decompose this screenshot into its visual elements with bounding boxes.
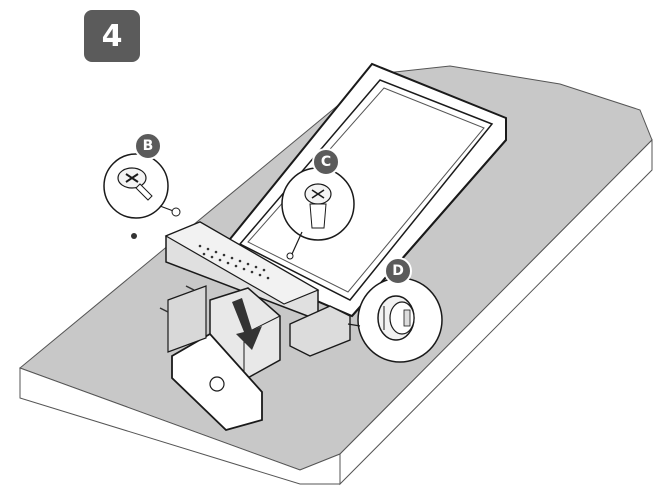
vent-pattern: [198, 244, 270, 280]
stand-bracket: [131, 221, 351, 432]
callout-label-b: B: [134, 132, 162, 160]
callout-d-bubble: [347, 277, 443, 363]
phillips-screw-icon: [117, 167, 153, 201]
cable-grommet-icon: [377, 295, 415, 341]
down-arrow-icon: [232, 298, 262, 350]
step-number-badge: 4: [84, 10, 140, 62]
callout-b-bubble: [103, 153, 181, 219]
callout-label-d: D: [384, 257, 412, 285]
wall-anchor-screw-icon: [304, 183, 332, 229]
callout-c-bubble: [281, 167, 355, 260]
callout-label-c: C: [312, 148, 340, 176]
